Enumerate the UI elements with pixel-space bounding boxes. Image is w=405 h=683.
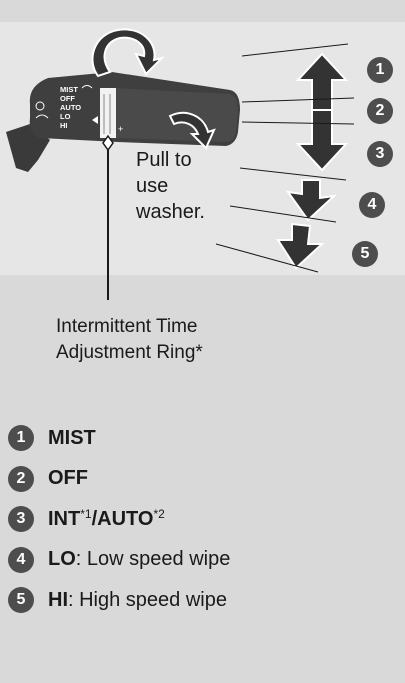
front-wiper-symbol-icon: [35, 114, 49, 119]
ring-label: Intermittent Time Adjustment Ring*: [56, 314, 203, 366]
svg-text:+: +: [118, 124, 123, 134]
int-down-arrow-icon: [295, 109, 349, 172]
footnote-mark: *1: [80, 507, 92, 522]
legend-item-lo: 4 LO: Low speed wipe: [8, 540, 398, 581]
stalk-mark-lo: LO: [60, 112, 71, 121]
legend-item-off: 2 OFF: [8, 459, 398, 500]
stalk-mark-hi: HI: [60, 121, 68, 130]
legend-item-mist: 1 MIST: [8, 418, 398, 459]
legend-term: INT: [48, 508, 81, 531]
legend-number: 2: [8, 465, 34, 492]
legend-description: : Low speed wipe: [75, 548, 231, 571]
legend-term: HI: [48, 588, 68, 611]
rotate-ring-arrow-icon: [91, 28, 166, 78]
wiper-stalk-diagram: + MIST OFF AUTO LO HI: [6, 28, 355, 300]
legend-item-hi: 5 HI: High speed wipe: [8, 580, 398, 621]
adjustment-ring: [100, 88, 116, 138]
footnote-mark-2: *2: [153, 507, 165, 522]
legend-number: 1: [8, 425, 34, 452]
callout-1: 1: [367, 57, 393, 83]
pull-to-wash-label: Pull to use washer.: [136, 149, 205, 223]
rear-wiper-symbol-icon: [81, 85, 93, 89]
legend-term: OFF: [48, 467, 88, 490]
legend-number: 5: [8, 587, 34, 614]
position-legend: 1 MIST 2 OFF 3 INT*1/AUTO*2 4 LO: Low sp…: [8, 418, 398, 621]
pull-washer-arrow-icon: [168, 111, 216, 150]
legend-term-2: AUTO: [97, 508, 154, 531]
stalk-mark-auto: AUTO: [60, 103, 81, 112]
lo-down-arrow-icon: [285, 179, 338, 222]
callout-4: 4: [359, 192, 385, 218]
legend-item-int-auto: 3 INT*1/AUTO*2: [8, 499, 398, 540]
callout-5: 5: [352, 241, 378, 267]
callout-3: 3: [367, 141, 393, 167]
stalk-mark-off: OFF: [60, 94, 75, 103]
callout-2: 2: [367, 98, 393, 124]
hi-down-arrow-icon: [276, 222, 325, 270]
legend-number: 4: [8, 546, 34, 573]
legend-term: LO: [48, 548, 76, 571]
washer-symbol-icon: [35, 101, 45, 111]
legend-description: : High speed wipe: [68, 588, 227, 611]
leader-lines: [215, 43, 355, 273]
mist-off-double-arrow-icon: [295, 52, 349, 111]
ring-label-line1: Intermittent Time: [56, 316, 198, 337]
legend-number: 3: [8, 506, 34, 533]
legend-term: MIST: [48, 426, 96, 449]
legend-separator: /: [91, 508, 98, 531]
ring-label-line2: Adjustment Ring*: [56, 342, 203, 363]
stalk-mark-mist: MIST: [60, 85, 78, 94]
